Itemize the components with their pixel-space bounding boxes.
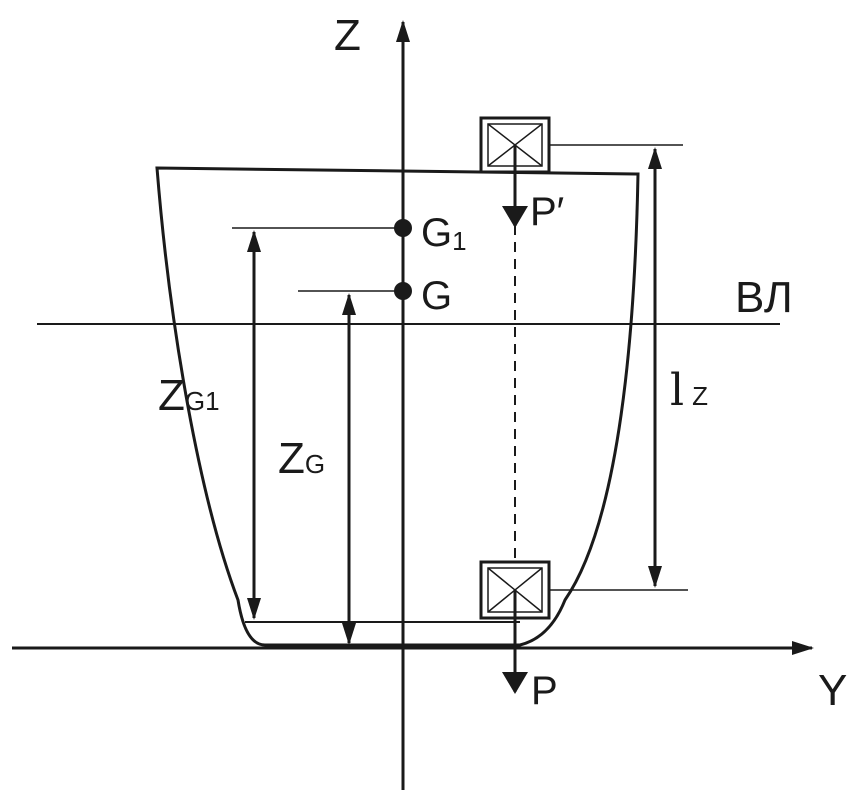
g-label: G: [421, 274, 452, 318]
g1-label: G1: [421, 211, 467, 256]
hull-outline: [155, 166, 640, 647]
zg-label: ZG: [278, 434, 325, 483]
z-axis-label: Z: [334, 11, 361, 60]
y-axis-label: Y: [818, 666, 847, 715]
g1-label-sub: 1: [452, 226, 466, 256]
zg1-label: ZG1: [158, 371, 220, 420]
lz-label-sub: Z: [692, 381, 708, 411]
g1-label-main: G: [421, 211, 452, 255]
zg-label-main: Z: [278, 434, 305, 483]
zg1-label-main: Z: [158, 371, 185, 420]
p-prime-label: P′: [530, 190, 564, 234]
zg-label-sub: G: [305, 449, 325, 479]
point-g1: [394, 219, 412, 237]
point-g: [394, 282, 412, 300]
zg1-label-sub: G1: [185, 386, 220, 416]
lz-label-main: l: [670, 365, 684, 416]
p-label: P: [531, 669, 558, 713]
waterline-label: ВЛ: [735, 273, 793, 322]
